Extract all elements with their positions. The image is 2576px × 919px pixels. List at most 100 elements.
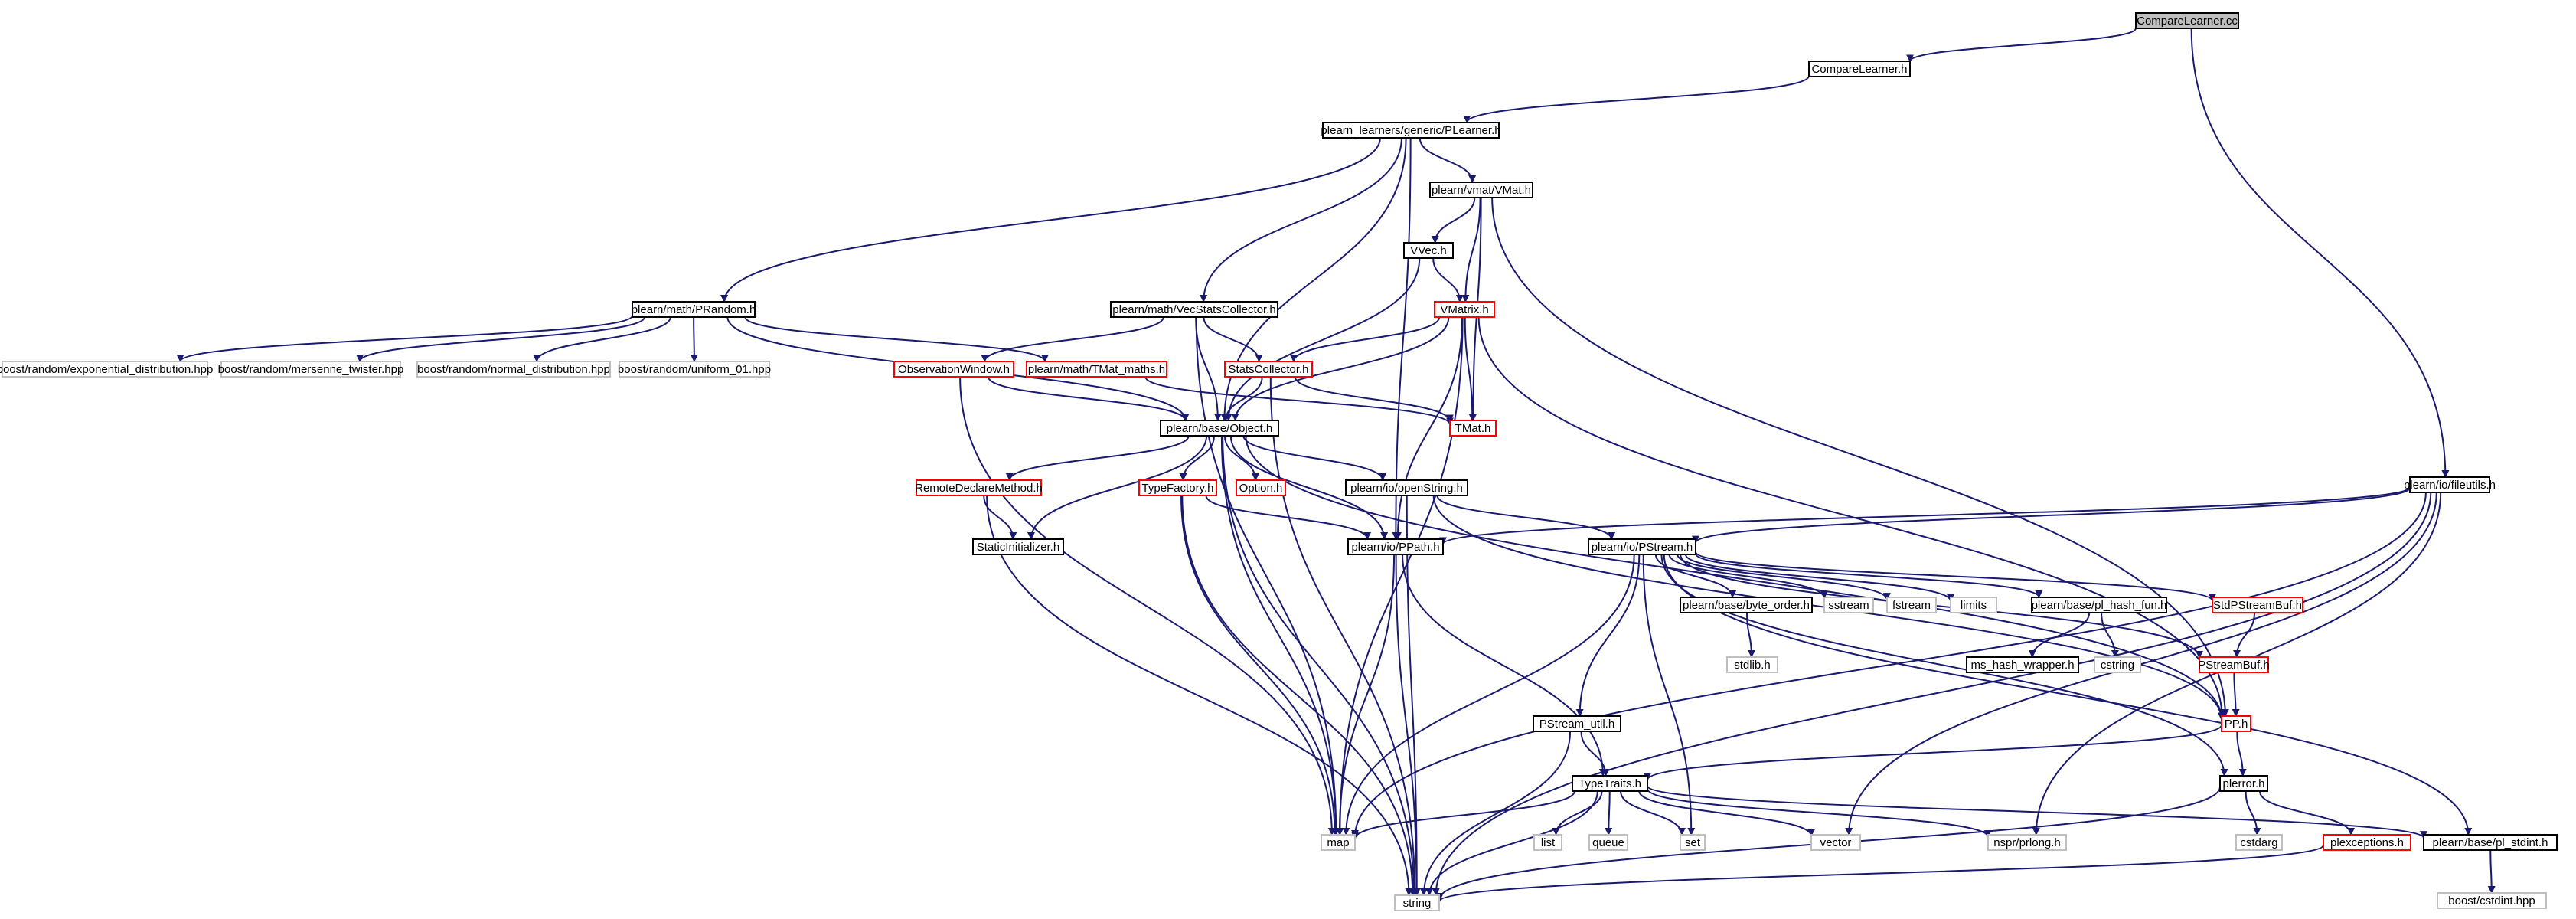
node-box[interactable] — [1434, 301, 1495, 318]
node-box[interactable] — [2323, 834, 2411, 851]
node-box[interactable] — [1160, 420, 1279, 437]
node-box[interactable] — [1966, 656, 2079, 673]
node-box[interactable] — [2212, 597, 2303, 613]
node-box[interactable] — [1987, 834, 2067, 851]
node-box[interactable] — [893, 361, 1014, 378]
node-box[interactable] — [1138, 479, 1217, 496]
node-PRandom_h[interactable]: plearn/math/PRandom.h — [632, 301, 756, 318]
node-box[interactable] — [2, 361, 208, 378]
node-box[interactable] — [2235, 834, 2283, 851]
node-box[interactable] — [2221, 715, 2251, 732]
node-StatsCollector_h[interactable]: StatsCollector.h — [1224, 361, 1313, 378]
node-VVec_h[interactable]: VVec.h — [1403, 242, 1454, 259]
node-list[interactable]: list — [1533, 834, 1562, 851]
node-box[interactable] — [1533, 715, 1621, 732]
node-TypeFactory_h[interactable]: TypeFactory.h — [1138, 479, 1217, 496]
node-box[interactable] — [1533, 834, 1562, 851]
node-box[interactable] — [2031, 597, 2167, 613]
node-CompareLearner_h[interactable]: CompareLearner.h — [1808, 61, 1911, 77]
node-box[interactable] — [1224, 361, 1313, 378]
node-box[interactable] — [1394, 894, 1440, 911]
node-box[interactable] — [1449, 420, 1497, 437]
node-box[interactable] — [1026, 361, 1167, 378]
node-set[interactable]: set — [1680, 834, 1706, 851]
node-map[interactable]: map — [1321, 834, 1356, 851]
node-box[interactable] — [972, 538, 1064, 555]
node-box[interactable] — [2423, 834, 2558, 851]
node-box[interactable] — [1808, 61, 1911, 77]
node-box[interactable] — [1726, 656, 1778, 673]
node-RemoteDeclareMethod_h[interactable]: RemoteDeclareMethod.h — [915, 479, 1043, 496]
node-box[interactable] — [1680, 597, 1813, 613]
node-cstring[interactable]: cstring — [2094, 656, 2141, 673]
node-box[interactable] — [1345, 479, 1468, 496]
node-PStreamBuf_h[interactable]: PStreamBuf.h — [2198, 656, 2270, 673]
node-StdPStreamBuf_h[interactable]: StdPStreamBuf.h — [2212, 597, 2303, 613]
node-PLearner_h[interactable]: plearn_learners/generic/PLearner.h — [1321, 122, 1501, 139]
node-box[interactable] — [220, 361, 401, 378]
node-box[interactable] — [1886, 597, 1937, 613]
node-stdlib_h[interactable]: stdlib.h — [1726, 656, 1778, 673]
node-pl_stdint_h[interactable]: plearn/base/pl_stdint.h — [2423, 834, 2558, 851]
node-Option_h[interactable]: Option.h — [1236, 479, 1286, 496]
node-box[interactable] — [619, 361, 770, 378]
node-box[interactable] — [1810, 834, 1861, 851]
node-ms_hash_wrapper_h[interactable]: ms_hash_wrapper.h — [1966, 656, 2079, 673]
node-box[interactable] — [1572, 775, 1648, 792]
node-fstream[interactable]: fstream — [1886, 597, 1937, 613]
node-box[interactable] — [1110, 301, 1278, 318]
node-limits[interactable]: limits — [1950, 597, 1997, 613]
node-sstream[interactable]: sstream — [1823, 597, 1874, 613]
node-box[interactable] — [1321, 834, 1356, 851]
node-box[interactable] — [2219, 775, 2268, 792]
node-box[interactable] — [2437, 892, 2547, 909]
node-box[interactable] — [2409, 476, 2490, 493]
node-vector[interactable]: vector — [1810, 834, 1861, 851]
node-box[interactable] — [916, 479, 1042, 496]
node-normal_dist[interactable]: boost/random/normal_distribution.hpp — [416, 361, 611, 378]
node-box[interactable] — [2135, 12, 2239, 29]
node-box[interactable] — [1950, 597, 1997, 613]
node-box[interactable] — [1588, 834, 1628, 851]
node-byte_order_h[interactable]: plearn/base/byte_order.h — [1680, 597, 1813, 613]
node-plexceptions_h[interactable]: plexceptions.h — [2323, 834, 2411, 851]
node-exp_dist[interactable]: boost/random/exponential_distribution.hp… — [0, 361, 213, 378]
node-box[interactable] — [1236, 479, 1286, 496]
node-VMat_h[interactable]: plearn/vmat/VMat.h — [1429, 182, 1533, 198]
node-openString_h[interactable]: plearn/io/openString.h — [1345, 479, 1468, 496]
node-box[interactable] — [1680, 834, 1706, 851]
node-box[interactable] — [1403, 242, 1454, 259]
node-uniform01[interactable]: boost/random/uniform_01.hpp — [618, 361, 771, 378]
node-box[interactable] — [1588, 538, 1696, 555]
node-box[interactable] — [416, 361, 611, 378]
node-box[interactable] — [1322, 122, 1500, 139]
node-queue[interactable]: queue — [1588, 834, 1628, 851]
node-VecStatsCollector_h[interactable]: plearn/math/VecStatsCollector.h — [1110, 301, 1278, 318]
node-cstdint_hpp[interactable]: boost/cstdint.hpp — [2437, 892, 2547, 909]
node-cstdarg[interactable]: cstdarg — [2235, 834, 2283, 851]
node-Object_h[interactable]: plearn/base/Object.h — [1160, 420, 1279, 437]
node-box[interactable] — [2094, 656, 2141, 673]
node-ObservationWindow_h[interactable]: ObservationWindow.h — [893, 361, 1014, 378]
node-string[interactable]: string — [1394, 894, 1440, 911]
node-PPath_h[interactable]: plearn/io/PPath.h — [1347, 538, 1444, 555]
node-fileutils_h[interactable]: plearn/io/fileutils.h — [2404, 476, 2496, 493]
node-nspr_prlong_h[interactable]: nspr/prlong.h — [1987, 834, 2067, 851]
node-box[interactable] — [632, 301, 756, 318]
node-PP_h[interactable]: PP.h — [2221, 715, 2251, 732]
node-PStream_h[interactable]: plearn/io/PStream.h — [1588, 538, 1696, 555]
node-TMat_h[interactable]: TMat.h — [1449, 420, 1497, 437]
node-TypeTraits_h[interactable]: TypeTraits.h — [1572, 775, 1648, 792]
node-VMatrix_h[interactable]: VMatrix.h — [1434, 301, 1495, 318]
node-pl_hash_fun_h[interactable]: plearn/base/pl_hash_fun.h — [2031, 597, 2167, 613]
node-box[interactable] — [1429, 182, 1533, 198]
node-plerror_h[interactable]: plerror.h — [2219, 775, 2268, 792]
node-PStream_util_h[interactable]: PStream_util.h — [1533, 715, 1621, 732]
node-CompareLearner_cc[interactable]: CompareLearner.cc — [2135, 12, 2239, 29]
node-StaticInitializer_h[interactable]: StaticInitializer.h — [972, 538, 1064, 555]
node-box[interactable] — [2199, 656, 2269, 673]
node-box[interactable] — [1823, 597, 1874, 613]
node-box[interactable] — [1347, 538, 1444, 555]
node-mersenne[interactable]: boost/random/mersenne_twister.hpp — [218, 361, 404, 378]
node-TMat_maths_h[interactable]: plearn/math/TMat_maths.h — [1026, 361, 1167, 378]
